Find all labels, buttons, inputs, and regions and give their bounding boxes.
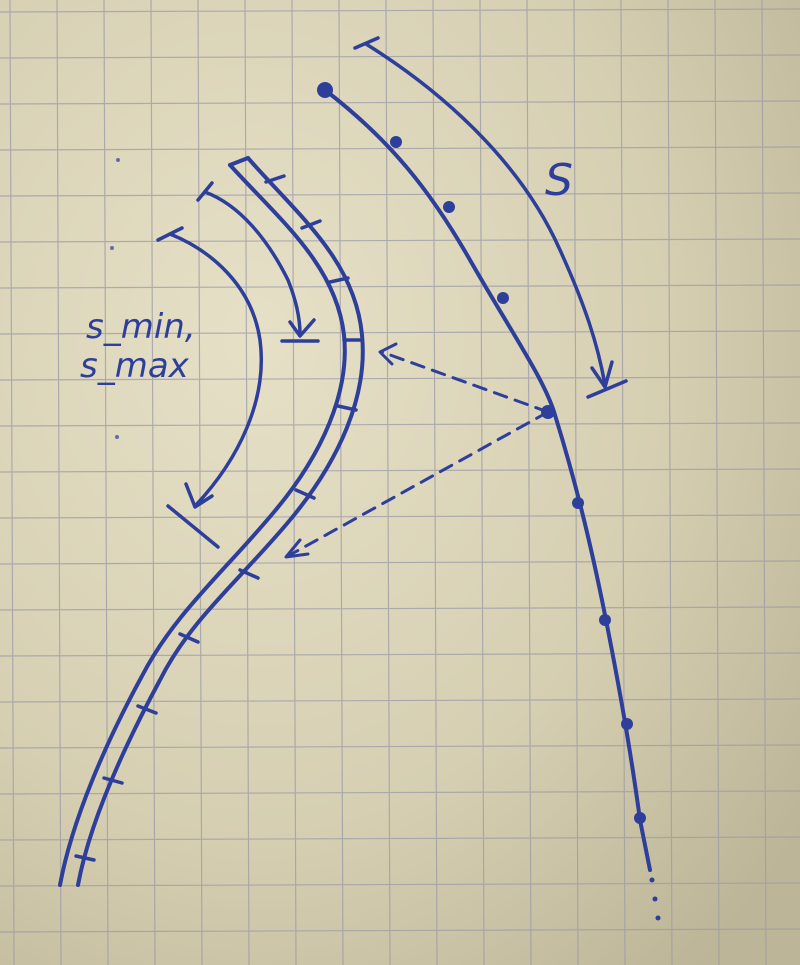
grid-line-horizontal <box>0 100 800 105</box>
grid-line-vertical <box>714 0 720 965</box>
grid-line-vertical <box>385 0 391 965</box>
grid-line-horizontal <box>0 330 800 335</box>
reference-path-inner-edge <box>58 163 347 887</box>
grid-line-vertical <box>432 0 438 965</box>
grid-line-horizontal <box>0 744 800 749</box>
sampled-trajectory-line <box>323 88 652 872</box>
arc-length-s-arrow <box>353 36 628 399</box>
projection-arrowheads <box>284 342 398 559</box>
grid-line-vertical <box>761 0 767 965</box>
grid-line-horizontal <box>0 606 800 611</box>
grid-line-horizontal <box>0 514 800 519</box>
grid-line-vertical <box>9 0 15 965</box>
grid-line-vertical <box>103 0 109 965</box>
grid-line-vertical <box>150 0 156 965</box>
grid-line-horizontal <box>0 560 800 565</box>
grid-line-vertical <box>479 0 485 965</box>
s-range-label-line1: s_min, <box>86 307 196 347</box>
grid-line-horizontal <box>0 238 800 243</box>
grid-line-horizontal <box>0 54 800 59</box>
grid-line-horizontal <box>0 652 800 657</box>
arc-length-label: S <box>545 155 573 206</box>
grid-line-horizontal <box>0 376 800 381</box>
reference-path-cap <box>228 156 250 167</box>
trajectory-continuation-dots <box>649 877 661 921</box>
grid-line-vertical <box>667 0 673 965</box>
grid-line-horizontal <box>0 928 800 933</box>
grid-line-horizontal <box>0 468 800 473</box>
grid-line-vertical <box>338 0 344 965</box>
s-max-arrow <box>156 226 263 549</box>
s-range-label-line2: s_max <box>80 346 190 386</box>
grid-line-vertical <box>56 0 62 965</box>
reference-path-segment-ticks <box>74 174 364 862</box>
grid-line-horizontal <box>0 422 800 427</box>
grid-line-vertical <box>291 0 297 965</box>
grid-line-horizontal <box>0 836 800 841</box>
grid-line-horizontal <box>0 882 800 887</box>
grid-line-vertical <box>197 0 203 965</box>
reference-path-outer-edge <box>76 156 365 887</box>
grid-line-horizontal <box>0 284 800 289</box>
grid-line-horizontal <box>0 698 800 703</box>
grid-line-horizontal <box>0 146 800 151</box>
grid-line-horizontal <box>0 192 800 197</box>
stray-ink-dots <box>110 158 120 439</box>
s-min-arrow <box>196 181 320 343</box>
grid-line-vertical <box>620 0 626 965</box>
trajectory-sample-points <box>317 82 646 824</box>
projection-lines <box>286 350 550 558</box>
grid-line-horizontal <box>0 8 800 13</box>
grid-line-horizontal <box>0 790 800 795</box>
grid-line-vertical <box>526 0 532 965</box>
